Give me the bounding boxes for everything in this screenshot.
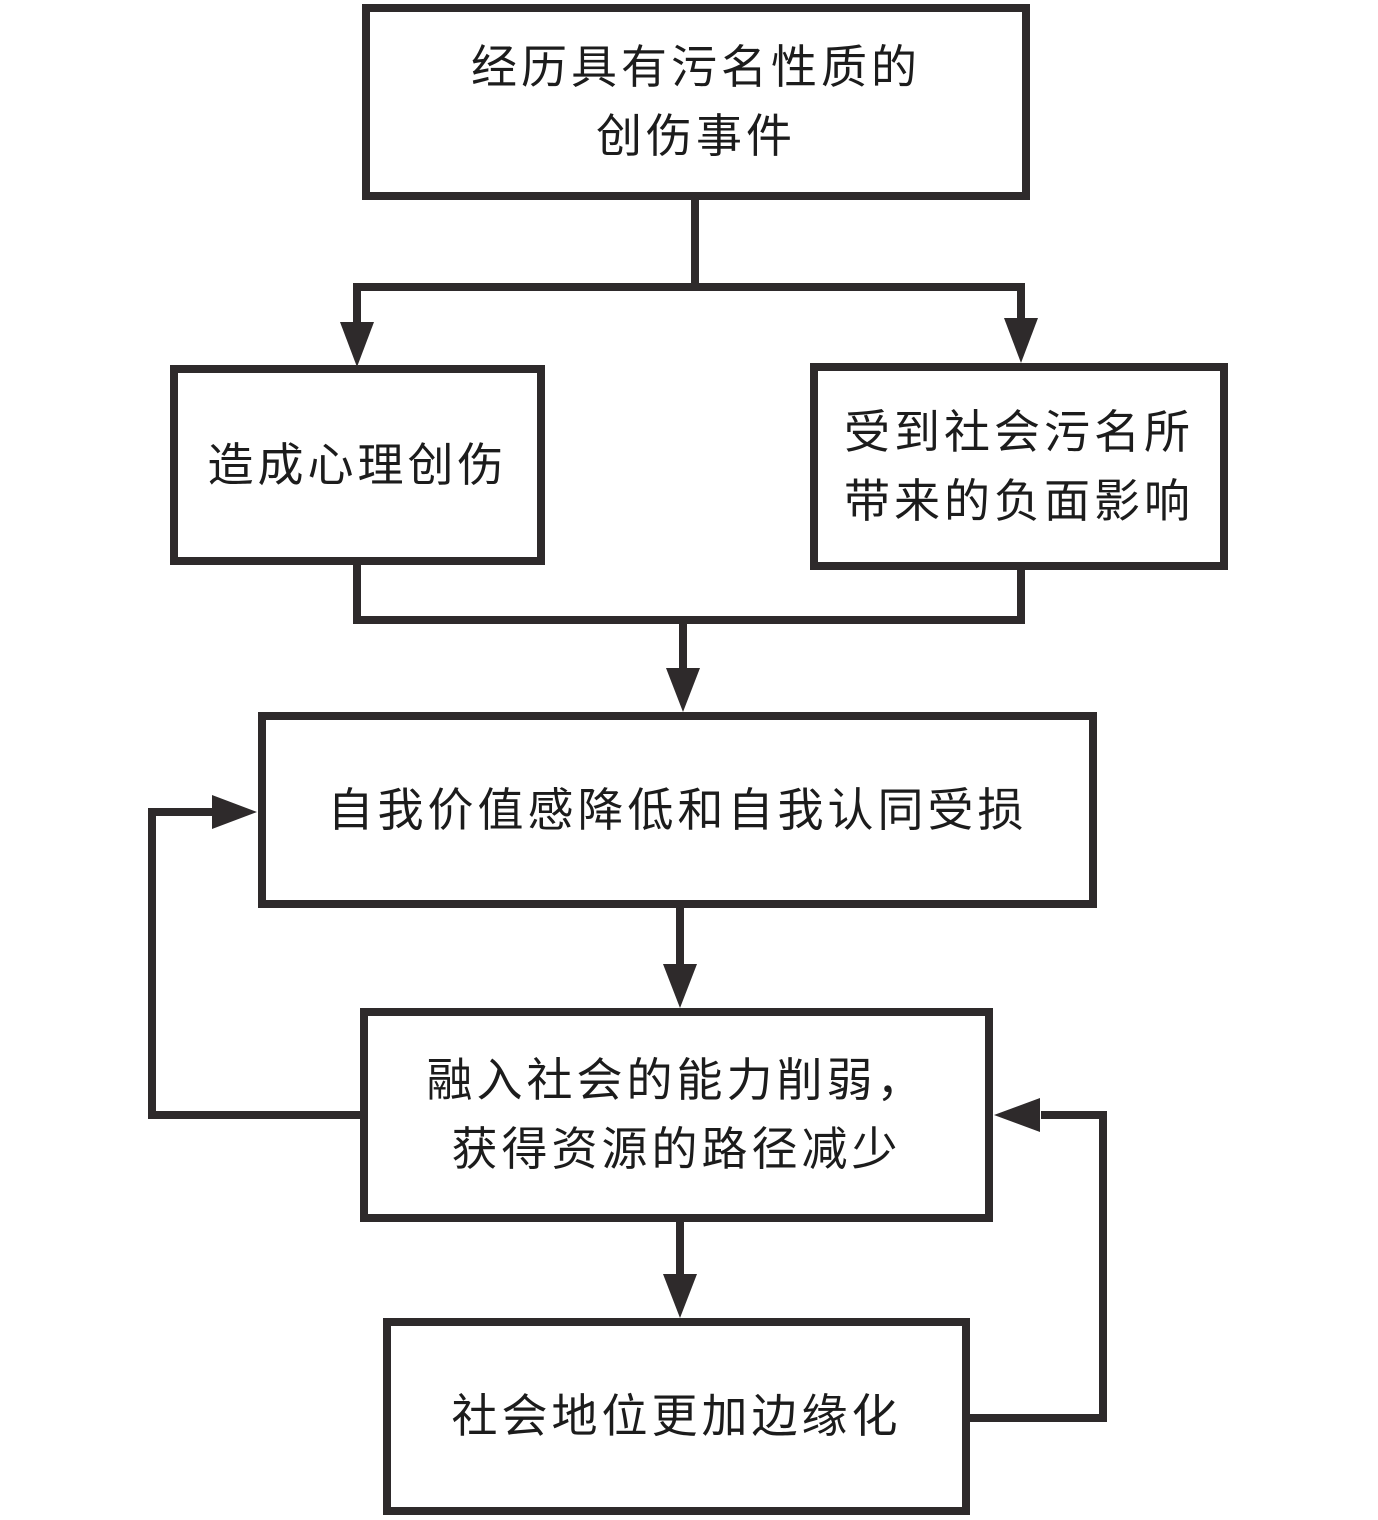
node-psych-trauma-line1: 造成心理创伤: [207, 439, 508, 491]
arrowhead-down-social-integration-icon: [663, 964, 697, 1008]
node-trauma-event-line2: 创伤事件: [596, 111, 796, 162]
node-social-integration-line1: 融入社会的能力削弱，: [426, 1055, 927, 1106]
node-self-worth: 自我价值感降低和自我认同受损: [258, 712, 1097, 908]
connector-feedback-right-loop: [970, 1111, 1107, 1422]
node-trauma-event: 经历具有污名性质的 创伤事件: [362, 4, 1030, 200]
node-self-worth-line1: 自我价值感降低和自我认同受损: [327, 784, 1028, 836]
node-stigma-impact: 受到社会污名所 带来的负面影响: [810, 363, 1228, 570]
node-stigma-impact-line2: 带来的负面影响: [844, 475, 1194, 527]
node-marginalization: 社会地位更加边缘化: [383, 1318, 970, 1515]
node-trauma-event-line1: 经历具有污名性质的: [471, 42, 921, 93]
connector-feedback-left-loop: [148, 808, 360, 1119]
arrowhead-left-feedback-icon: [994, 1098, 1040, 1132]
arrowhead-down-psych-trauma-icon: [340, 322, 374, 367]
node-social-integration: 融入社会的能力削弱， 获得资源的路径减少: [360, 1008, 993, 1222]
node-psych-trauma: 造成心理创伤: [170, 365, 545, 565]
node-stigma-impact-line1: 受到社会污名所: [844, 406, 1194, 458]
arrowhead-down-self-worth-icon: [666, 668, 700, 712]
arrowhead-down-marginalization-icon: [663, 1274, 697, 1318]
arrowhead-right-feedback-icon: [212, 795, 257, 829]
node-marginalization-line1: 社会地位更加边缘化: [451, 1391, 902, 1442]
arrowhead-down-stigma-impact-icon: [1004, 318, 1038, 363]
node-social-integration-line2: 获得资源的路径减少: [451, 1124, 902, 1175]
